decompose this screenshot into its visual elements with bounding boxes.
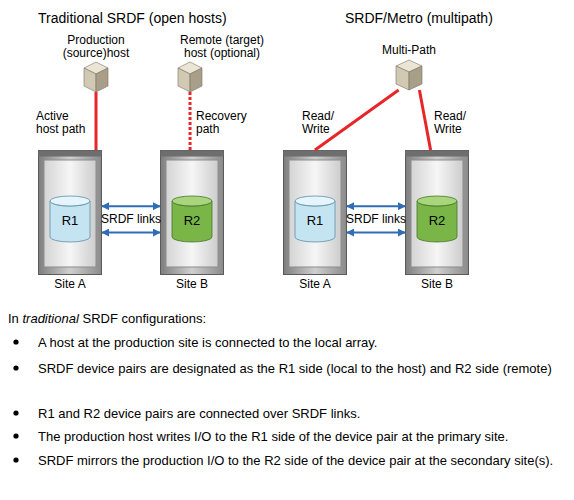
srdf-link <box>102 232 160 234</box>
host-side <box>409 66 422 90</box>
host-icon <box>178 62 202 92</box>
host-node: Remote (target) host (optional) <box>178 62 202 92</box>
array-frame <box>39 151 102 275</box>
array-panel <box>289 160 341 267</box>
host-side <box>178 68 190 92</box>
cylinder-body <box>295 201 335 242</box>
host-side <box>96 68 108 92</box>
intro-text: In traditional SRDF configurations: <box>8 308 548 329</box>
site-label: Site A <box>283 278 347 291</box>
bullet-text: A host at the production site is connect… <box>38 332 564 353</box>
host-label: Multi-Path <box>369 44 449 57</box>
bullet-dot <box>13 457 18 462</box>
device-label: R1 <box>295 213 335 228</box>
device-label: R2 <box>417 213 457 228</box>
device-node: R2 <box>417 196 457 242</box>
cylinder-top <box>172 196 212 206</box>
device-node: R1 <box>50 196 90 242</box>
device-node: R2 <box>172 196 212 242</box>
array-node: Site AR1 <box>38 150 102 275</box>
host-label: Production (source)host <box>56 34 136 60</box>
array-panel <box>166 160 218 267</box>
array-frame <box>284 151 347 275</box>
section-title: Traditional SRDF (open hosts) <box>38 9 298 27</box>
array-top <box>39 151 102 157</box>
array-frame <box>406 151 469 275</box>
edge-label: Read/ Write <box>302 110 344 136</box>
cylinder-body <box>50 201 90 242</box>
srdf-link <box>347 205 405 207</box>
edge-label: Recovery path <box>196 110 252 136</box>
host-path <box>315 90 399 150</box>
cylinder-body <box>417 201 457 242</box>
host-side <box>84 68 96 92</box>
section-title: SRDF/Metro (multipath) <box>345 9 570 27</box>
host-path <box>94 92 97 150</box>
host-side <box>396 66 409 90</box>
device-label: R1 <box>50 213 90 228</box>
srdf-link <box>102 205 160 207</box>
site-label: Site B <box>160 278 224 291</box>
cylinder-body <box>172 201 212 242</box>
srdf-link <box>347 232 405 234</box>
host-node: Production (source)host <box>84 62 108 92</box>
host-node: Multi-Path <box>396 60 422 90</box>
site-label: Site B <box>405 278 469 291</box>
host-label: Remote (target) host (optional) <box>172 34 272 60</box>
host-side <box>190 68 202 92</box>
edge-label: Read/ Write <box>434 110 476 136</box>
cylinder-top <box>50 196 90 206</box>
bullet-dot <box>13 433 18 438</box>
edge-label: SRDF links <box>343 213 409 226</box>
cylinder-top <box>417 196 457 206</box>
device-node: R1 <box>295 196 335 242</box>
array-panel <box>44 160 96 267</box>
array-node: Site AR1 <box>283 150 347 275</box>
array-panel <box>411 160 463 267</box>
edge-label: SRDF links <box>98 213 164 226</box>
bullet-text: R1 and R2 device pairs are connected ove… <box>38 403 564 424</box>
bullet-text: SRDF device pairs are designated as the … <box>38 358 564 379</box>
bullet-text: SRDF mirrors the production I/O to the R… <box>38 450 564 471</box>
array-frame <box>161 151 224 275</box>
host-path <box>419 90 430 150</box>
edge-label: Active host path <box>36 110 92 136</box>
host-icon <box>84 62 108 92</box>
array-top <box>284 151 347 157</box>
bullet-text: The production host writes I/O to the R1… <box>38 426 564 447</box>
bullet-dot <box>13 365 18 370</box>
array-top <box>161 151 224 157</box>
recovery-path <box>189 92 192 150</box>
array-top <box>406 151 469 157</box>
bullet-dot <box>13 410 18 415</box>
device-label: R2 <box>172 213 212 228</box>
array-node: Site BR2 <box>405 150 469 275</box>
bullet-dot <box>13 339 18 344</box>
site-label: Site A <box>38 278 102 291</box>
array-node: Site BR2 <box>160 150 224 275</box>
cylinder-top <box>295 196 335 206</box>
host-icon <box>396 60 422 90</box>
